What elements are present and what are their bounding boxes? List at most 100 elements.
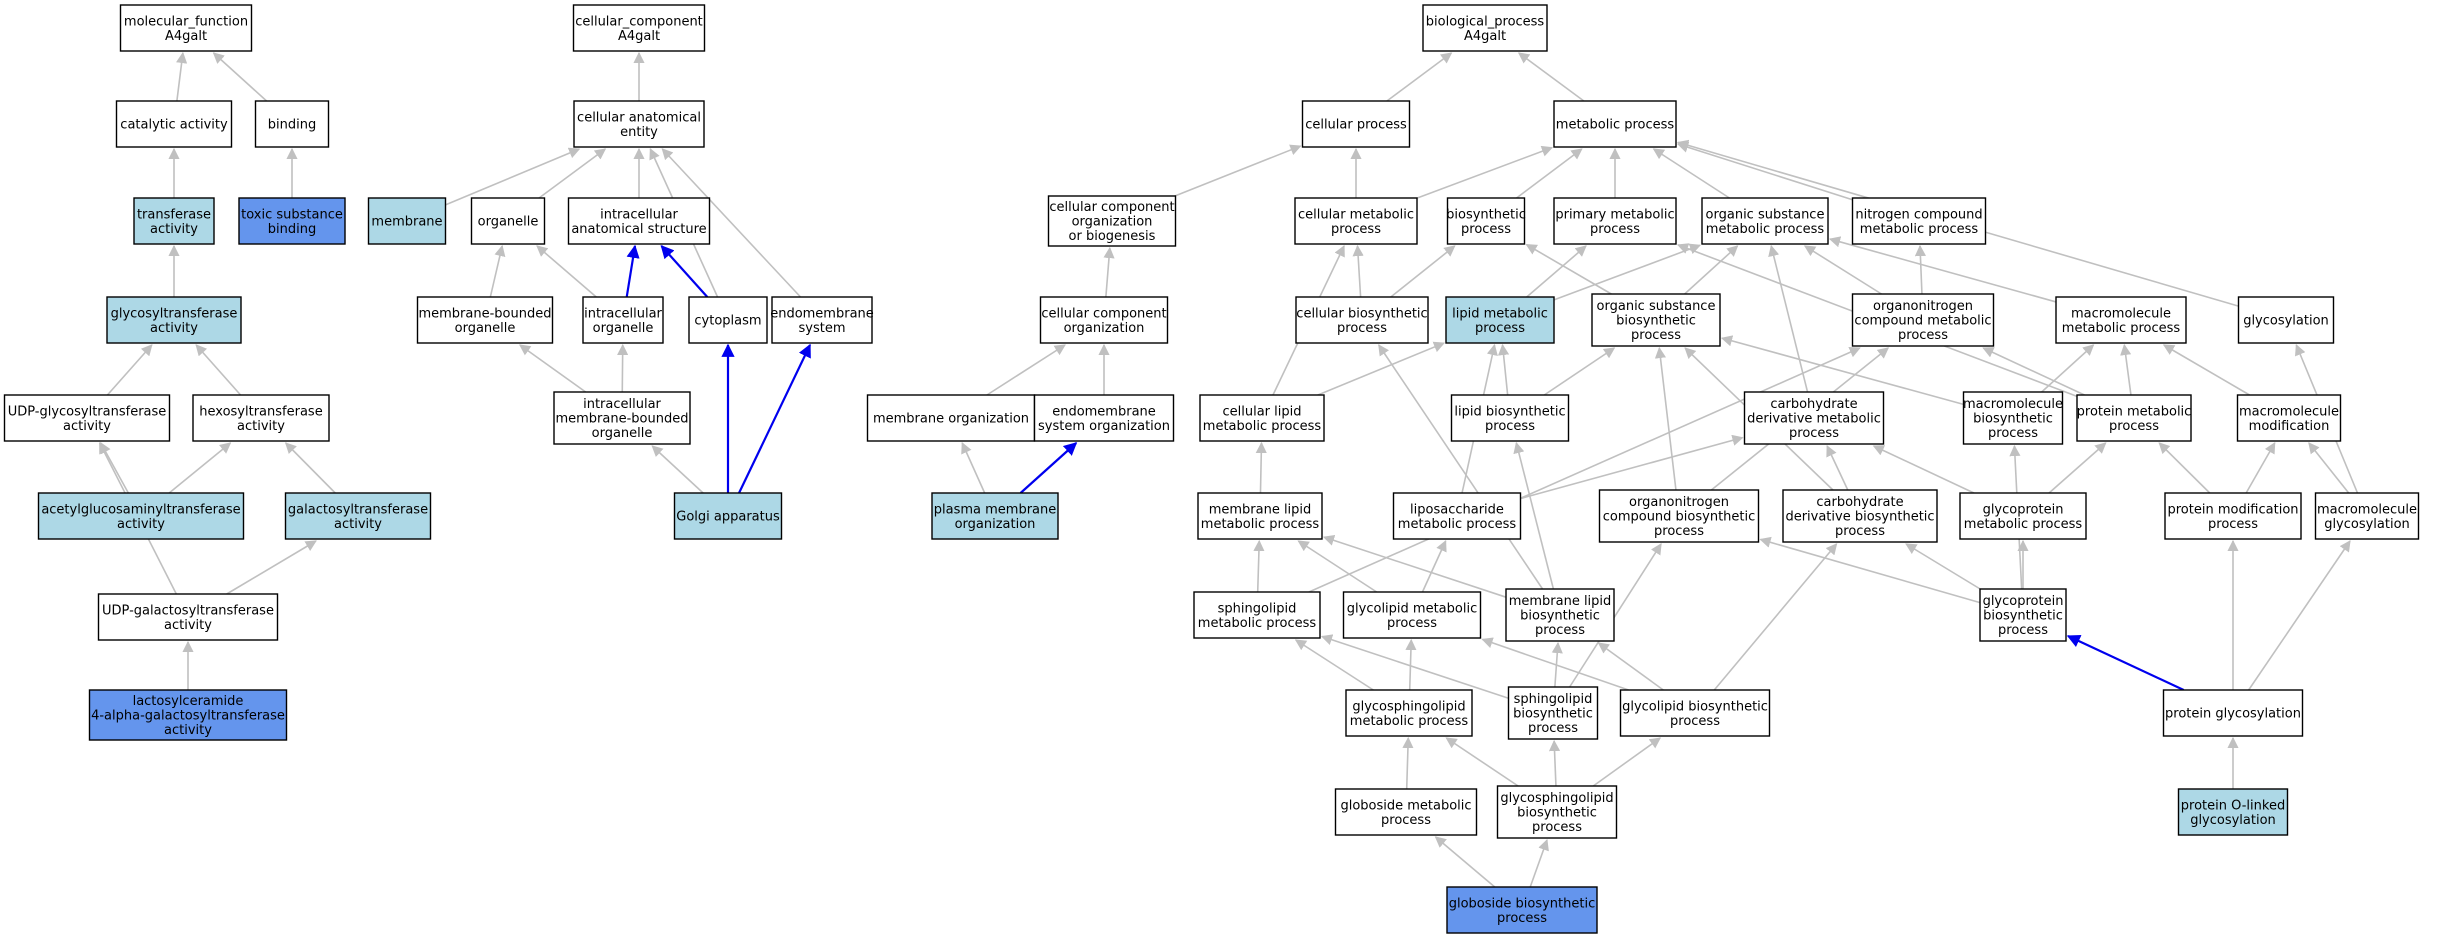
edge-golgi-to-endosys: [738, 343, 812, 494]
node-label-line: process: [1528, 721, 1578, 736]
node-label-line: organization: [1072, 215, 1153, 230]
edge-globbp-to-globmp: [1434, 836, 1496, 888]
node-cellproc[interactable]: cellular process: [1301, 100, 1411, 148]
node-box: [1553, 197, 1677, 245]
node-label-line: metabolic process: [1198, 616, 1317, 631]
edge-protmodp-to-protmp: [2158, 442, 2211, 494]
node-label-line: binding: [268, 118, 316, 133]
node-label-line: organic substance: [1597, 299, 1716, 314]
node-membrane[interactable]: membrane: [367, 197, 447, 245]
node-label-line: macromolecule: [1963, 397, 2063, 412]
node-catalytic[interactable]: catalytic activity: [115, 100, 233, 148]
node-binding[interactable]: binding: [254, 100, 330, 148]
node-memorg[interactable]: membrane organization: [866, 394, 1036, 442]
node-label-line: biosynthetic: [1616, 314, 1696, 329]
node-lacto[interactable]: lactosylceramide4-alpha-galactosyltransf…: [88, 689, 288, 741]
node-box: [1047, 195, 1177, 247]
edge-endosys-to-cae: [661, 148, 802, 298]
node-label-line: acetylglucosaminyltransferase: [41, 502, 240, 517]
node-golgi[interactable]: Golgi apparatus: [673, 492, 783, 540]
edge-mbp-to-mmp: [2041, 344, 2095, 393]
node-protglyco[interactable]: protein glycosylation: [2162, 689, 2304, 737]
node-label-line: anatomical structure: [571, 222, 706, 237]
node-label-line: entity: [620, 125, 658, 140]
edge-organelle-to-cae: [538, 148, 607, 199]
node-label-line: process: [1532, 820, 1582, 835]
node-glycosylation[interactable]: glycosylation: [2237, 296, 2335, 344]
node-label-line: modification: [2249, 419, 2330, 434]
node-box: [1193, 591, 1321, 639]
edge-ccob-to-cellproc: [1174, 144, 1302, 197]
node-organelle[interactable]: organelle: [470, 197, 546, 245]
node-box: [2177, 788, 2289, 836]
node-label-line: nitrogen compound: [1855, 207, 1982, 222]
node-label-line: metabolic process: [1860, 222, 1979, 237]
node-cytoplasm[interactable]: cytoplasm: [688, 296, 768, 344]
node-label-line: biosynthetic: [1983, 609, 2063, 624]
node-label-line: globoside biosynthetic: [1449, 896, 1596, 911]
node-metab[interactable]: metabolic process: [1553, 100, 1677, 148]
node-box: [688, 296, 768, 344]
edge-glmp-to-lipomp: [1421, 539, 1447, 593]
node-label-line: protein glycosylation: [2165, 707, 2301, 722]
node-label-line: glycosyltransferase: [111, 306, 238, 321]
edge-cytoplasm-to-ias: [660, 245, 709, 298]
node-box: [1959, 492, 2087, 540]
